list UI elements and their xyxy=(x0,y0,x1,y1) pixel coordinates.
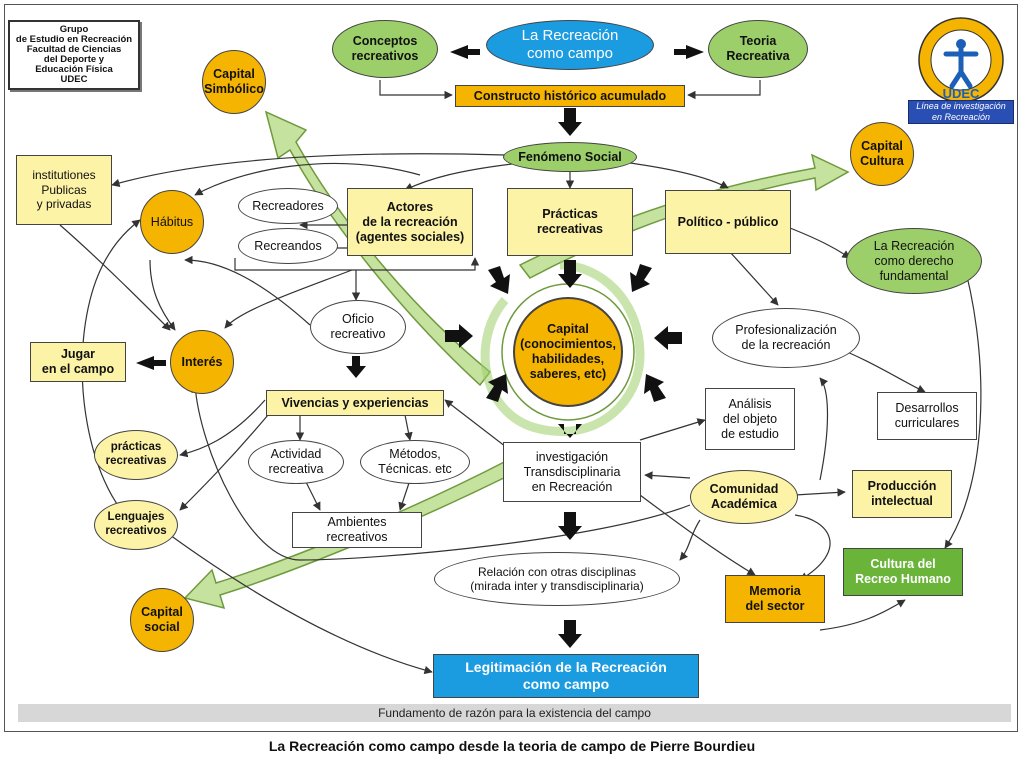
node-memoria-del-sector: Memoria del sector xyxy=(725,575,825,623)
logo-name: UDEC xyxy=(943,86,980,101)
footer-bar: Fundamento de razón para la existencia d… xyxy=(18,704,1011,722)
node-capital-cultura: Capital Cultura xyxy=(850,122,914,186)
node-interes: Interés xyxy=(170,330,234,394)
green-arrow-to-capital-simbolico xyxy=(264,110,492,387)
node-profesionalizacion: Profesionalización de la recreación xyxy=(712,308,860,368)
node-jugar-en-el-campo: Jugar en el campo xyxy=(30,342,126,382)
diagram-caption: La Recreación como campo desde la teoria… xyxy=(268,738,756,754)
node-constructo-historico: Constructo histórico acumulado xyxy=(455,85,685,107)
node-analisis-objeto: Análisis del objeto de estudio xyxy=(705,388,795,450)
node-cultura-recreo-humano: Cultura del Recreo Humano xyxy=(843,548,963,596)
node-fenomeno-social: Fenómeno Social xyxy=(503,142,637,172)
group-box: Grupo de Estudio en Recreación Facultad … xyxy=(8,20,140,90)
node-conceptos-recreativos: Conceptos recreativos xyxy=(332,20,438,78)
node-legitimacion: Legitimación de la Recreación como campo xyxy=(433,654,699,698)
node-la-recreacion-como-campo: La Recreación como campo xyxy=(486,20,654,70)
node-vivencias-experiencias: Vivencias y experiencias xyxy=(266,390,444,416)
node-actores: Actores de la recreación (agentes social… xyxy=(347,188,473,256)
node-investigacion: investigación Transdisciplinaria en Recr… xyxy=(503,442,641,502)
node-capital-central: Capital (conocimientos, habilidades, sab… xyxy=(513,297,623,407)
node-oficio-recreativo: Oficio recreativo xyxy=(310,300,406,354)
node-ambientes-recreativos: Ambientes recreativos xyxy=(292,512,422,548)
node-practicas-recreativas-top: Prácticas recreativas xyxy=(507,188,633,256)
node-capital-social: Capital social xyxy=(130,588,194,652)
node-teoria-recreativa: Teoria Recreativa xyxy=(708,20,808,78)
node-practicas-recreativas-left: prácticas recreativas xyxy=(94,430,178,480)
udec-logo-icon: UDEC xyxy=(918,17,1004,103)
node-produccion-intelectual: Producción intelectual xyxy=(852,470,952,518)
node-instituciones: institutiones Publicas y privadas xyxy=(16,155,112,225)
node-comunidad-academica: Comunidad Académica xyxy=(690,470,798,524)
node-habitus: Hábitus xyxy=(140,190,204,254)
node-recreandos: Recreandos xyxy=(238,228,338,264)
thin-connectors xyxy=(59,80,982,675)
node-actividad-recreativa: Actividad recreativa xyxy=(248,440,344,484)
thick-arrows xyxy=(136,45,704,648)
node-lenguajes-recreativos: Lenguajes recreativos xyxy=(94,500,178,550)
node-capital-simbolico: Capital Simbólico xyxy=(202,50,266,114)
node-desarrollos-curriculares: Desarrollos curriculares xyxy=(877,392,977,440)
node-politico-publico: Político - público xyxy=(665,190,791,254)
node-relacion-disciplinas: Relación con otras disciplinas (mirada i… xyxy=(434,552,680,606)
node-recreacion-derecho: La Recreación como derecho fundamental xyxy=(846,228,982,294)
node-recreadores: Recreadores xyxy=(238,188,338,224)
logo-subtitle: Línea de investigación en Recreación xyxy=(908,100,1014,124)
node-metodos-tecnicas: Métodos, Técnicas. etc xyxy=(360,440,470,484)
